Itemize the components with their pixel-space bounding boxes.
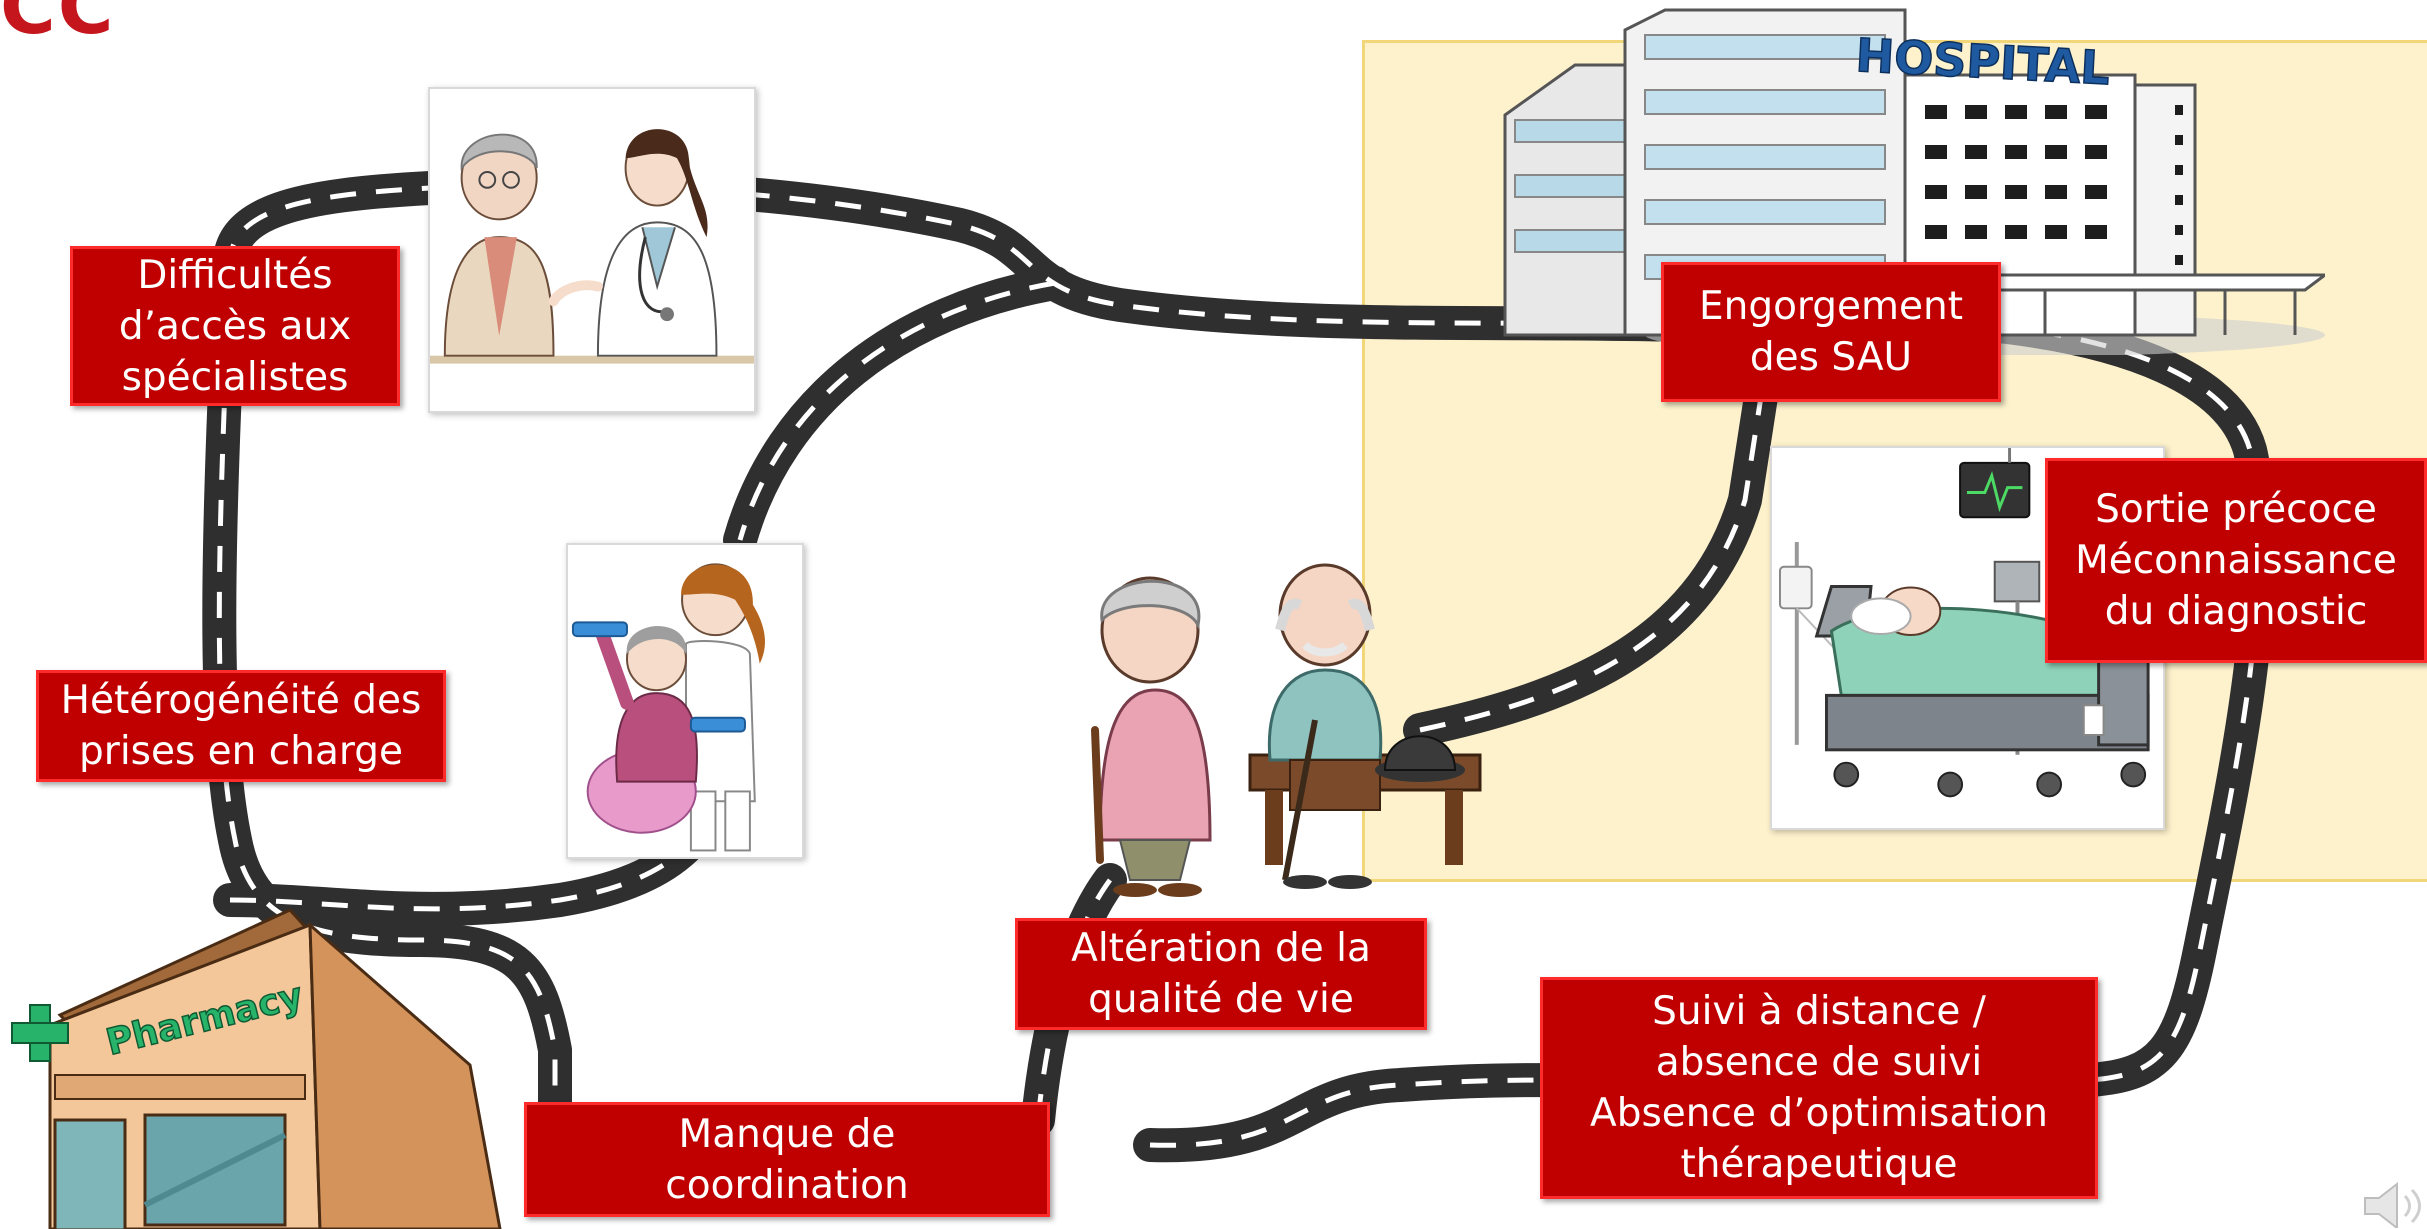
label-line: thérapeutique: [1680, 1142, 1958, 1187]
audio-speaker[interactable]: [2355, 1180, 2425, 1228]
elderly-couple-illustration: [1091, 563, 1482, 897]
label-line: Manque de: [678, 1111, 896, 1157]
label-line: coordination: [665, 1162, 909, 1208]
label-line: absence de suivi: [1655, 1040, 1983, 1085]
pharmacy-cross-icon: [11, 1004, 69, 1062]
consultation-illustration: [428, 87, 756, 413]
pharmacy-building-icon: Pharmacy: [11, 908, 502, 1229]
physiotherapy-illustration: [571, 563, 765, 852]
label-remote-follow-up: Suivi à distance / absence de suivi Abse…: [1540, 977, 2098, 1199]
label-line: Difficultés: [137, 252, 333, 298]
label-line: Suivi à distance /: [1652, 989, 1986, 1034]
label-line: spécialistes: [121, 354, 349, 400]
pharmacy-building: Pharmacy: [0, 905, 530, 1229]
label-line: qualité de vie: [1088, 977, 1354, 1022]
label-line: Absence d’optimisation: [1590, 1091, 2048, 1136]
label-line: Méconnaissance: [2075, 538, 2397, 583]
label-early-discharge: Sortie précoce Méconnaissance du diagnos…: [2045, 458, 2427, 663]
label-quality-of-life: Altération de la qualité de vie: [1015, 918, 1427, 1030]
label-coordination: Manque de coordination: [524, 1102, 1050, 1217]
label-line: Altération de la: [1071, 926, 1371, 971]
elderly-couple: [1080, 560, 1490, 900]
rehab-illustration: [566, 543, 804, 859]
label-care-heterogeneity: Hétérogénéité des prises en charge: [36, 670, 446, 782]
slide-title: CC: [0, 0, 116, 51]
speaker-icon[interactable]: [2355, 1180, 2425, 1228]
label-line: prises en charge: [79, 729, 403, 774]
doctor-consultation-illustration: [430, 129, 754, 364]
label-line: des SAU: [1749, 335, 1913, 380]
label-line: Hétérogénéité des: [60, 678, 422, 723]
label-line: d’accès aux: [118, 303, 352, 349]
label-line: Engorgement: [1698, 284, 1964, 329]
label-emergency-overload: Engorgement des SAU: [1661, 262, 2001, 402]
label-line: Sortie précoce: [2095, 487, 2377, 532]
label-line: du diagnostic: [2104, 589, 2368, 634]
label-specialist-access: Difficultés d’accès aux spécialistes: [70, 246, 400, 406]
